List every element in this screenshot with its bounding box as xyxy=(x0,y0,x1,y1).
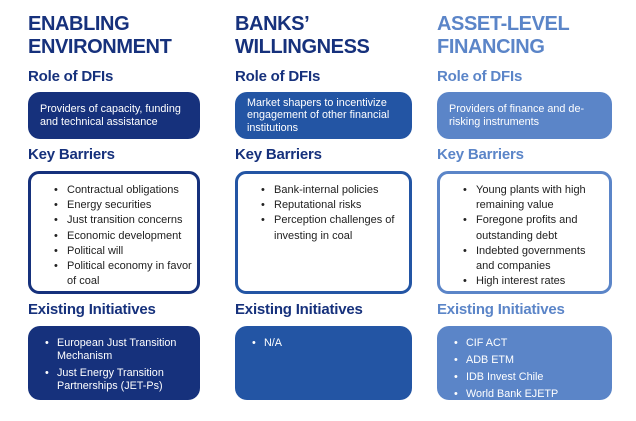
list-item: ADB ETM xyxy=(454,354,606,367)
existing-initiatives-heading: Existing Initiatives xyxy=(437,301,565,318)
list-item: Just Energy Transition Partnerships (JET… xyxy=(45,367,194,393)
role-of-dfis-box: Providers of finance and de-risking inst… xyxy=(437,92,612,139)
column-asset-level-financing: ASSET-LEVEL FINANCING Role of DFIs Provi… xyxy=(437,0,612,401)
column-title: BANKS’ WILLINGNESS xyxy=(235,13,370,58)
role-of-dfis-text: Market shapers to incentivize engagement… xyxy=(247,96,390,134)
list-item: Foregone profits and outstanding debt xyxy=(463,213,605,243)
role-of-dfis-heading: Role of DFIs xyxy=(28,68,114,85)
existing-initiatives-box: European Just Transition MechanismJust E… xyxy=(28,326,200,400)
list-item: Contractual obligations xyxy=(54,183,193,198)
list-item: Political will xyxy=(54,244,193,259)
list-item: Bank-internal policies xyxy=(261,183,405,198)
list-item: Energy securities xyxy=(54,198,193,213)
list-item: Just transition concerns xyxy=(54,213,193,228)
list-item: High interest rates xyxy=(463,274,605,289)
column-title: ENABLING ENVIRONMENT xyxy=(28,13,172,58)
existing-initiatives-heading: Existing Initiatives xyxy=(28,301,156,318)
existing-initiatives-list: N/A xyxy=(245,337,406,350)
key-barriers-list: Contractual obligationsEnergy securities… xyxy=(33,183,193,289)
list-item: Young plants with high remaining value xyxy=(463,183,605,213)
existing-initiatives-heading: Existing Initiatives xyxy=(235,301,363,318)
existing-initiatives-list: CIF ACT ADB ETM IDB Invest ChileWorld Bank… xyxy=(447,337,606,401)
role-of-dfis-heading: Role of DFIs xyxy=(437,68,523,85)
list-item: Indebted governments and companies xyxy=(463,244,605,274)
key-barriers-box: Young plants with high remaining valueFo… xyxy=(437,171,612,294)
key-barriers-list: Bank-internal policiesReputational risks… xyxy=(240,183,405,244)
role-of-dfis-text: Providers of capacity, funding and techn… xyxy=(40,102,181,128)
column-title: ASSET-LEVEL FINANCING xyxy=(437,13,569,58)
column-banks-willingness: BANKS’ WILLINGNESS Role of DFIs Market s… xyxy=(235,0,412,400)
key-barriers-heading: Key Barriers xyxy=(235,146,322,163)
list-item: Political economy in favor of coal xyxy=(54,259,193,289)
list-item: European Just Transition Mechanism xyxy=(45,337,194,363)
list-item: World Bank EJETP xyxy=(454,388,606,401)
existing-initiatives-box: CIF ACT ADB ETM IDB Invest ChileWorld Bank… xyxy=(437,326,612,401)
existing-initiatives-list: European Just Transition MechanismJust E… xyxy=(38,337,194,393)
column-enabling-environment: ENABLING ENVIRONMENT Role of DFIs Provid… xyxy=(28,0,200,400)
role-of-dfis-text: Providers of finance and de-risking inst… xyxy=(449,102,585,128)
role-of-dfis-box: Providers of capacity, funding and techn… xyxy=(28,92,200,139)
list-item: N/A xyxy=(252,337,406,350)
list-item: CIF ACT xyxy=(454,337,606,350)
existing-initiatives-box: N/A xyxy=(235,326,412,400)
list-item: Perception challenges of investing in co… xyxy=(261,213,405,243)
role-of-dfis-box: Market shapers to incentivize engagement… xyxy=(235,92,412,139)
key-barriers-box: Bank-internal policiesReputational risks… xyxy=(235,171,412,294)
key-barriers-box: Contractual obligationsEnergy securities… xyxy=(28,171,200,294)
list-item: Reputational risks xyxy=(261,198,405,213)
key-barriers-list: Young plants with high remaining valueFo… xyxy=(442,183,605,290)
key-barriers-heading: Key Barriers xyxy=(437,146,524,163)
key-barriers-heading: Key Barriers xyxy=(28,146,115,163)
role-of-dfis-heading: Role of DFIs xyxy=(235,68,321,85)
list-item: IDB Invest Chile xyxy=(454,371,606,384)
list-item: Economic development xyxy=(54,229,193,244)
